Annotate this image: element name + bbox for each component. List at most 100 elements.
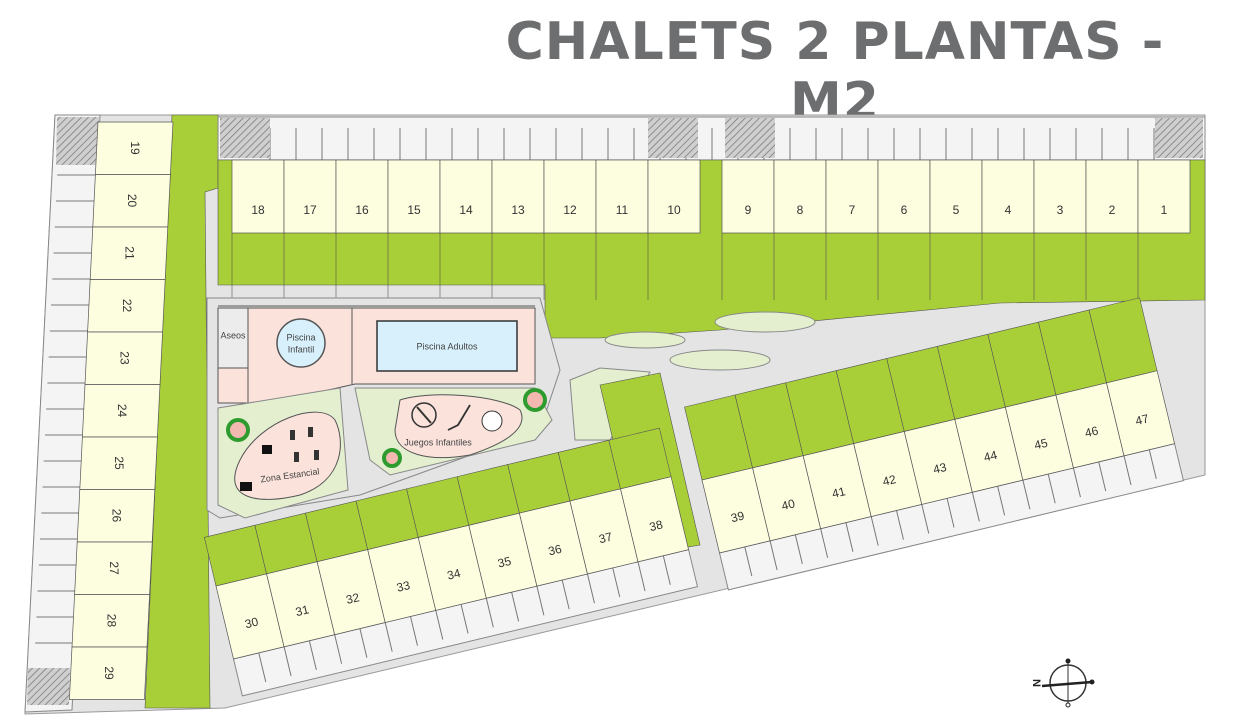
plot-18[interactable]: 18 bbox=[231, 159, 285, 300]
plot-number: 3 bbox=[1057, 203, 1064, 217]
house-plot[interactable] bbox=[877, 159, 931, 234]
plot-15[interactable]: 15 bbox=[387, 159, 441, 300]
parking-stall-line bbox=[536, 585, 545, 616]
house-plot[interactable] bbox=[231, 159, 285, 234]
house-plot[interactable] bbox=[647, 159, 701, 234]
house-plot[interactable] bbox=[595, 159, 649, 234]
house-plot[interactable] bbox=[1085, 159, 1139, 234]
plot-30[interactable]: 30 bbox=[203, 524, 285, 660]
parking-stall-line bbox=[921, 504, 930, 534]
plot-number: 28 bbox=[104, 614, 118, 628]
parking-stall-line bbox=[586, 573, 595, 604]
plot-17[interactable]: 17 bbox=[283, 159, 337, 300]
plot-38[interactable]: 38 bbox=[608, 427, 689, 563]
plot-19[interactable]: 19 bbox=[95, 121, 174, 175]
plot-42[interactable]: 42 bbox=[835, 358, 923, 517]
plot-8[interactable]: 8 bbox=[773, 159, 827, 300]
plot-32[interactable]: 32 bbox=[305, 500, 386, 636]
plot-25[interactable]: 25 bbox=[79, 436, 158, 490]
plot-number: 14 bbox=[459, 203, 473, 217]
parking-hatch bbox=[648, 118, 698, 158]
house-plot[interactable] bbox=[825, 159, 879, 234]
house-plot[interactable] bbox=[620, 476, 689, 563]
adult-pool-label: Piscina Adultos bbox=[416, 341, 478, 351]
plot-number: 20 bbox=[125, 194, 139, 208]
plot-44[interactable]: 44 bbox=[936, 333, 1024, 493]
plot-28[interactable]: 28 bbox=[71, 594, 150, 648]
parking-hatch bbox=[27, 668, 70, 705]
house-plot[interactable] bbox=[1137, 159, 1191, 234]
parking-hatch bbox=[56, 117, 99, 165]
plot-46[interactable]: 46 bbox=[1038, 309, 1125, 469]
plot-number: 32 bbox=[345, 590, 362, 607]
house-plot[interactable] bbox=[69, 646, 148, 700]
plot-31[interactable]: 31 bbox=[254, 512, 336, 648]
plot-34[interactable]: 34 bbox=[406, 476, 487, 611]
plot-number: 31 bbox=[294, 602, 311, 619]
adult-pool bbox=[376, 320, 518, 372]
parking-stall-line bbox=[971, 492, 980, 522]
plot-23[interactable]: 23 bbox=[84, 331, 163, 385]
parking-stall-line bbox=[820, 528, 829, 558]
house-plot[interactable] bbox=[929, 159, 983, 234]
parking-stall-line bbox=[845, 522, 854, 552]
house-plot[interactable] bbox=[1033, 159, 1087, 234]
plot-1[interactable]: 1 bbox=[1137, 159, 1191, 300]
plot-7[interactable]: 7 bbox=[825, 159, 879, 300]
house-plot[interactable] bbox=[387, 159, 441, 234]
house-plot[interactable] bbox=[439, 159, 493, 234]
tree-icon bbox=[226, 418, 250, 442]
amenity-zone: Aseos Piscina Infantil Piscina Adultos J… bbox=[206, 297, 561, 519]
tree-icon bbox=[523, 388, 547, 412]
house-plot[interactable] bbox=[1106, 370, 1175, 457]
parking-stall-line bbox=[870, 516, 879, 546]
plot-number: 23 bbox=[117, 351, 131, 365]
house-plot[interactable] bbox=[335, 159, 389, 234]
kids-pool-label: Piscina bbox=[286, 332, 315, 342]
house-plot[interactable] bbox=[543, 159, 597, 234]
plot-2[interactable]: 2 bbox=[1085, 159, 1139, 300]
plot-number: 47 bbox=[1134, 411, 1151, 428]
parking-stall-line bbox=[946, 498, 955, 528]
plot-22[interactable]: 22 bbox=[87, 279, 166, 333]
plot-number: 36 bbox=[547, 542, 564, 559]
plot-number: 25 bbox=[112, 456, 126, 470]
compass-icon: N bbox=[1030, 658, 1095, 708]
plot-12[interactable]: 12 bbox=[543, 159, 597, 300]
plot-number: 43 bbox=[932, 460, 949, 477]
plot-26[interactable]: 26 bbox=[76, 489, 156, 543]
parking-stall-line bbox=[435, 610, 444, 640]
house-plot[interactable] bbox=[491, 159, 545, 234]
house-plot[interactable] bbox=[283, 159, 337, 234]
plot-36[interactable]: 36 bbox=[507, 452, 588, 587]
plot-47[interactable]: 47 bbox=[1088, 297, 1175, 457]
plot-27[interactable]: 27 bbox=[74, 541, 153, 595]
house-plot[interactable] bbox=[721, 159, 775, 234]
plot-number: 2 bbox=[1109, 203, 1116, 217]
plot-29[interactable]: 29 bbox=[69, 646, 148, 700]
plot-number: 1 bbox=[1161, 203, 1168, 217]
parking-stall-line bbox=[460, 604, 469, 634]
left-parking-stalls bbox=[35, 174, 98, 644]
plot-21[interactable]: 21 bbox=[89, 226, 169, 280]
parking-stall-line bbox=[1022, 479, 1031, 510]
house-plot[interactable] bbox=[981, 159, 1035, 234]
plot-39[interactable]: 39 bbox=[684, 394, 771, 554]
plot-14[interactable]: 14 bbox=[439, 159, 493, 300]
plot-24[interactable]: 24 bbox=[82, 384, 161, 438]
left-garden bbox=[144, 114, 219, 709]
plot-45[interactable]: 45 bbox=[987, 321, 1074, 481]
plot-10[interactable]: 10 bbox=[647, 159, 701, 300]
parking-stall-line bbox=[997, 486, 1006, 516]
house-plot[interactable] bbox=[773, 159, 827, 234]
plot-20[interactable]: 20 bbox=[92, 174, 171, 228]
plot-11[interactable]: 11 bbox=[595, 159, 649, 300]
plot-6[interactable]: 6 bbox=[877, 159, 931, 300]
plot-5[interactable]: 5 bbox=[929, 159, 983, 300]
plot-3[interactable]: 3 bbox=[1033, 159, 1087, 300]
plot-number: 29 bbox=[102, 666, 116, 680]
plot-16[interactable]: 16 bbox=[335, 159, 389, 300]
plot-13[interactable]: 13 bbox=[491, 159, 545, 300]
compass-north-label: N bbox=[1030, 679, 1042, 687]
plot-43[interactable]: 43 bbox=[886, 346, 973, 505]
